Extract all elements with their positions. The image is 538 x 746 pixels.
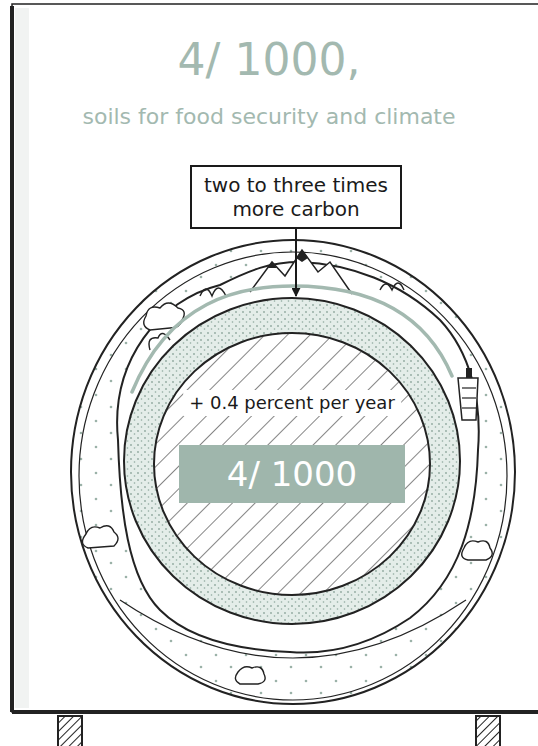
title: 4/ 1000, [0, 34, 538, 86]
soil-band [124, 298, 460, 624]
node-text: 4/ 1000 [227, 454, 357, 495]
core-hatching [154, 333, 430, 595]
node-text: two to three times more carbon [200, 173, 392, 221]
callout-box: two to three times more carbon [190, 165, 402, 229]
soil-globe: + 0.4 percent per year 4/ 1000 [122, 296, 462, 626]
arrow [295, 229, 297, 296]
value-box: 4/ 1000 [179, 445, 405, 503]
core-outline [154, 333, 430, 595]
node-text: + 0.4 percent per year [183, 390, 401, 416]
subtitle: soils for food security and climate [0, 104, 538, 129]
